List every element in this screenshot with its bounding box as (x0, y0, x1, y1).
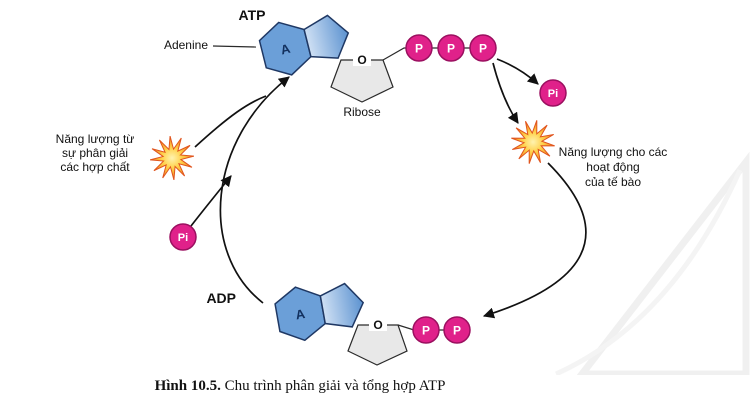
ribose-label: Ribose (343, 105, 381, 119)
adenine-label: Adenine (164, 38, 208, 52)
pi-released-label: Pi (548, 88, 558, 100)
atp-phosphate-group: P P P (405, 34, 497, 62)
energy-input-note: Năng lượng từ sự phân giải các hợp chất (56, 132, 135, 174)
phosphate-label-3: P (479, 42, 487, 56)
adp-oxygen-box (369, 318, 387, 331)
energy-burst-output (511, 120, 555, 164)
adp-adenine-rings: A (274, 282, 365, 342)
phosphate-circle-1 (405, 34, 433, 62)
adp-phosphate-circle-2 (443, 316, 471, 344)
energy-input-line-3: các hợp chất (60, 160, 130, 174)
energy-output-line-1: Năng lượng cho các (559, 145, 668, 159)
adp-label: ADP (206, 290, 236, 306)
adp-ribose-ring (347, 324, 408, 366)
figure-caption: Hình 10.5. Chu trình phân giải và tổng h… (0, 378, 600, 395)
phosphate-label-1: P (415, 42, 423, 56)
arrow-atp-to-adp (482, 162, 587, 319)
pi-released: Pi (539, 79, 567, 107)
energy-input-line-1: Năng lượng từ (56, 132, 135, 146)
energy-output-line-3: của tế bào (585, 175, 641, 189)
energy-burst-input (149, 135, 195, 181)
energy-input-line-2: sự phân giải (62, 146, 128, 160)
figure-number: Hình 10.5. (154, 378, 221, 394)
adp-phosphate-label-1: P (422, 324, 430, 338)
atp-oxygen-box (353, 53, 371, 66)
watermark-logo (554, 151, 750, 378)
energy-output-line-2: hoạt động (586, 160, 639, 174)
adp-phosphate-group: P P (412, 316, 471, 344)
adp-adenine-letter: A (294, 306, 306, 323)
starburst-shape (511, 120, 555, 164)
atp-adenine-pentagon (303, 14, 350, 59)
atp-label: ATP (239, 7, 266, 23)
adp-adenine-pentagon (319, 282, 365, 328)
energy-output-note: Năng lượng cho các hoạt động của tế bào (559, 145, 668, 189)
adp-phosphate-label-2: P (453, 324, 461, 338)
pi-released-circle (539, 79, 567, 107)
pi-input: Pi (169, 223, 197, 251)
starburst-shape (149, 135, 195, 181)
adp-oxygen-label: O (373, 318, 382, 332)
arrow-pi-input (190, 175, 232, 227)
arrow-atp-to-pi (496, 58, 539, 85)
atp-adenine-rings: A (258, 14, 350, 76)
phosphate-circle-2 (437, 34, 465, 62)
pi-input-label: Pi (178, 232, 188, 244)
figure-title: Chu trình phân giải và tổng hợp ATP (220, 378, 446, 394)
arrow-adp-to-atp (219, 76, 290, 304)
atp-adenine-letter: A (279, 41, 292, 58)
phosphate-circle-3 (469, 34, 497, 62)
adp-phosphate-circle-1 (412, 316, 440, 344)
phosphate-label-2: P (447, 42, 455, 56)
adenine-pointer-line (212, 45, 257, 48)
atp-oxygen-label: O (357, 53, 366, 67)
arrow-energy-input (194, 95, 267, 148)
diagram-canvas: ATP A Adenine O Ribose P P P Pi Năng lượ… (56, 7, 750, 378)
atp-ribose-ring (330, 59, 394, 103)
arrow-atp-to-energy (492, 62, 519, 124)
pi-input-circle (169, 223, 197, 251)
atp-phosphate-bond (382, 47, 483, 61)
